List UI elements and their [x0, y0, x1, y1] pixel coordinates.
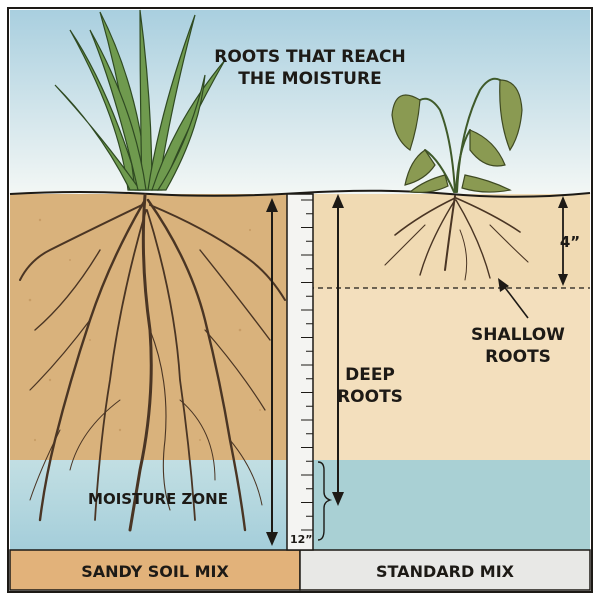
left-depth-arrow: [266, 198, 278, 546]
shallow-depth-arrow: [558, 196, 568, 286]
deep-roots-arrow: [332, 194, 344, 506]
root-strand: [394, 197, 456, 236]
root-strand: [459, 229, 468, 281]
moisture-zone-left: [10, 460, 300, 550]
shallow-roots-label-2: ROOTS: [485, 347, 551, 367]
left-footer-band: [9, 549, 301, 591]
deep-roots-label-1: DEEP: [345, 365, 395, 385]
plant-stem: [455, 129, 471, 193]
root-strand: [204, 329, 266, 411]
root-strand: [384, 224, 426, 266]
moisture-bracket: [317, 461, 333, 541]
plant-stem: [419, 97, 456, 193]
grass-blade: [151, 59, 226, 191]
moisture-zone-label: MOISTURE ZONE: [88, 490, 228, 508]
left-footer-label: SANDY SOIL MIX: [81, 562, 229, 581]
grass-blade: [89, 29, 147, 191]
grass-blade: [147, 14, 196, 191]
depth-ruler: 12”: [286, 193, 314, 551]
wilted-leaf: [499, 79, 523, 152]
root-strand: [94, 209, 147, 521]
wilted-leaf: [404, 149, 436, 186]
deep-roots-label-2: ROOTS: [337, 387, 403, 407]
ruler-ticks: [301, 199, 313, 531]
deep-root-system: [19, 193, 286, 532]
root-strand: [489, 224, 529, 263]
shallow-root-system: [384, 195, 529, 281]
grass-blade: [69, 29, 141, 191]
root-strand: [455, 199, 491, 279]
root-strand: [455, 197, 521, 233]
standard-soil-layer: [300, 288, 590, 460]
shallow-roots-label-1: SHALLOW: [471, 325, 565, 345]
grass-blade: [54, 84, 142, 191]
shallow-depth-label: 4”: [560, 233, 580, 251]
shallow-pointer-arrow: [498, 278, 529, 319]
grass-plant: [54, 9, 226, 191]
root-strand: [179, 399, 216, 481]
ground-line: [9, 189, 591, 198]
root-strand: [34, 249, 101, 331]
topsoil-layer: [300, 194, 590, 288]
root-strand: [149, 329, 171, 511]
root-strand: [128, 193, 153, 532]
root-strand: [146, 198, 247, 532]
plant-stem: [424, 149, 455, 193]
right-footer-label: STANDARD MIX: [376, 562, 515, 581]
root-strand: [29, 319, 91, 391]
wilted-leaf: [469, 129, 506, 167]
root-strand: [19, 204, 143, 281]
root-strand: [29, 429, 61, 501]
ruler-bottom-label: 12”: [290, 533, 313, 546]
root-strand: [229, 439, 263, 506]
grass-blade: [139, 9, 153, 191]
grass-blade: [156, 74, 206, 191]
root-strand: [419, 199, 456, 276]
root-strand: [199, 249, 271, 341]
wilted-leaf: [391, 94, 421, 151]
root-strand: [69, 399, 121, 471]
root-strand: [38, 198, 147, 522]
ruler-body: [286, 193, 314, 551]
root-strand: [149, 204, 286, 301]
wilted-leaf: [408, 174, 449, 193]
root-strand: [146, 209, 196, 521]
right-footer-band: [299, 549, 591, 591]
wilted-plant: [391, 77, 523, 193]
title-line-1: ROOTS THAT REACH: [214, 47, 406, 67]
wilted-leaf: [461, 174, 512, 193]
moisture-zone-right: [300, 460, 590, 550]
title-line-2: THE MOISTURE: [238, 69, 381, 89]
